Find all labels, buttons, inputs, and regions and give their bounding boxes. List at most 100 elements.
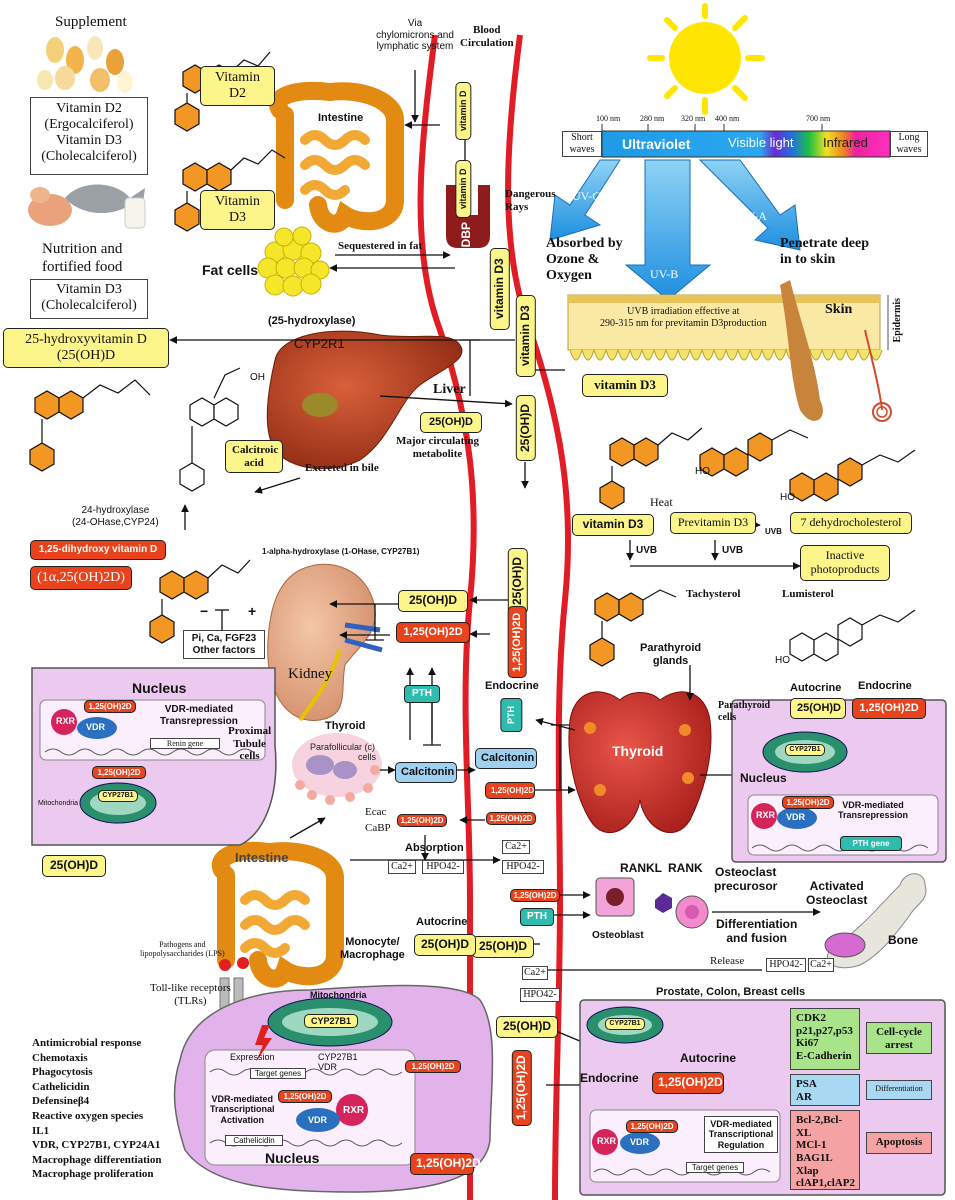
nm-400: 400 nm bbox=[715, 114, 740, 123]
osteoclast-line-1: Osteoclast bbox=[715, 865, 777, 879]
pt-25ohd-box: 25(OH)D bbox=[790, 698, 846, 719]
diff-line-2: and fusion bbox=[726, 930, 787, 945]
mac-vdr-line-3: Activation bbox=[220, 1114, 265, 1125]
monocyte-macrophage-label: Monocyte/ Macrophage bbox=[340, 936, 405, 961]
vitamin-d3-subname: (Cholecalciferol) bbox=[41, 149, 137, 165]
blood-circulation-label: Blood Circulation bbox=[460, 24, 514, 49]
lumisterol-label: Lumisterol bbox=[782, 588, 834, 600]
activated-line-1: Activated bbox=[809, 879, 864, 893]
prostate-endocrine-label: Endocrine bbox=[580, 1071, 639, 1085]
supplement-pills-icon bbox=[37, 36, 133, 93]
bone-25ohd-box: 25(OH)D bbox=[472, 936, 534, 958]
prostate-vdr-label: VDR bbox=[630, 1137, 650, 1147]
via-line-2: chylomicrons and bbox=[376, 29, 454, 41]
sun-icon bbox=[647, 3, 765, 115]
supplement-label: Supplement bbox=[55, 14, 127, 30]
macrophage-vdr-mediated: VDR-mediated Transcriptional Activation bbox=[210, 1094, 275, 1125]
function-item: Defensineβ4 bbox=[32, 1095, 90, 1108]
diff-line-1: Differentiation bbox=[716, 917, 798, 931]
pt-vdr-line-1: VDR-mediated bbox=[842, 800, 904, 810]
excreted-label: Excreted in bile bbox=[305, 462, 379, 474]
kidney-25ohd-vertical: 25(OH)D bbox=[508, 548, 528, 614]
long-waves-box: Long waves bbox=[890, 131, 928, 157]
macrophage-mitochondria-label: Mitochondria bbox=[310, 990, 367, 1000]
prostate-dihyd-box: 1,25(OH)2D bbox=[652, 1072, 724, 1094]
dihydroxy-vitamin-d-box: 1,25-dihydroxy vitamin D bbox=[30, 540, 166, 560]
liver-label: Liver bbox=[433, 382, 466, 397]
penetrate-line-2: in to skin bbox=[780, 252, 836, 268]
vitamin-d3-box: Vitamin D3 bbox=[200, 190, 275, 231]
nutrition-label-1: Nutrition and bbox=[42, 241, 123, 257]
mac-vdr-line-1: VDR-mediated bbox=[211, 1094, 274, 1104]
via-line-3: lymphatic system bbox=[376, 41, 454, 52]
left-cyp27b1-box: CYP27B1 bbox=[98, 790, 138, 803]
vitamin-d-box-2: vitamin D bbox=[455, 160, 472, 218]
inactive-line-2: photoproducts bbox=[810, 561, 880, 576]
gene-item: BAG1L bbox=[796, 1151, 833, 1164]
pth-gene-box: PTH gene bbox=[840, 836, 902, 852]
vitamin-d3-skin-box: vitamin D3 bbox=[582, 374, 668, 397]
calcitonin-dihydroxy-box: 1,25(OH)2D bbox=[485, 782, 535, 800]
intestine-top-label: Intestine bbox=[318, 112, 364, 124]
activated-osteoclast-label: Activated Osteoclast bbox=[806, 879, 867, 908]
pth-vertical-box: PTH bbox=[500, 698, 523, 732]
differentiation-genes-box: PSA AR bbox=[790, 1074, 860, 1106]
hydroxylase-25-label: (25-hydroxylase) bbox=[268, 315, 356, 327]
function-item: Macrophage differentiation bbox=[32, 1153, 162, 1166]
osteoclast-line-2: precurosor bbox=[714, 878, 778, 893]
expression-label: Expression bbox=[230, 1052, 275, 1062]
gene-item: MCl-1 bbox=[796, 1139, 827, 1152]
cyp2r1-label: CYP2R1 bbox=[294, 336, 345, 351]
vitamin-d3-heat-box: vitamin D3 bbox=[572, 514, 654, 536]
absorption-dihyd-1: 1,25(OH)2D bbox=[397, 814, 447, 828]
vitamin-d3-vertical-1: vitamin D3 bbox=[490, 248, 510, 330]
via-label: Via chylomicrons and lymphatic system bbox=[375, 18, 455, 53]
ca-box-2: Ca2+ bbox=[502, 840, 530, 854]
parathyroid-cells-label: Parathyroid cells bbox=[718, 700, 770, 723]
long-line-2: waves bbox=[896, 143, 922, 155]
blood-line-1: Blood bbox=[473, 24, 501, 36]
nm-320: 320 nm bbox=[681, 114, 706, 123]
function-item: Antimicrobial response bbox=[32, 1037, 142, 1049]
prostate-vdr-mediated-box: VDR-mediated Transcriptional Regulation bbox=[704, 1116, 778, 1154]
glands-line-2: glands bbox=[652, 654, 689, 667]
rankl-label: RANKL bbox=[620, 861, 662, 875]
gene-item: Bcl-2,Bcl-XL bbox=[796, 1114, 843, 1139]
thyroid-large-label: Thyroid bbox=[612, 743, 664, 759]
hydroxylase-24-label: 24-hydroxylase (24-OHase,CYP24) bbox=[72, 505, 159, 528]
inactive-line-1: Inactive bbox=[825, 548, 865, 562]
absorption-label: Absorption bbox=[405, 842, 464, 854]
ho-label-1: HO bbox=[695, 466, 710, 477]
parafollicular-line-1: Parafollicular (c) bbox=[310, 742, 376, 752]
intestine-bottom-graphic bbox=[212, 841, 344, 988]
hydroxyvitamin-d-line-2: (25(OH)D bbox=[56, 348, 116, 364]
mac-vdr-line-2: Transcriptional bbox=[210, 1104, 275, 1115]
absorbed-line-2: Ozone & bbox=[546, 252, 600, 268]
pt-vdr-mediated: VDR-mediated Transrepression bbox=[838, 800, 908, 821]
dangerous-rays-label: Dangerous Rays bbox=[505, 188, 556, 213]
hpo4-box-1: HPO42- bbox=[422, 860, 464, 874]
cyp-vdr-line-2: VDR bbox=[318, 1062, 338, 1073]
tachysterol-label: Tachysterol bbox=[686, 588, 741, 600]
minus-sign: − bbox=[200, 603, 209, 619]
uvb-label: UV-B bbox=[650, 267, 679, 281]
monocyte-line-2: Macrophage bbox=[340, 948, 405, 961]
uva-label: UV-A bbox=[738, 209, 767, 223]
prostate-dihyd-vertical: 1,25(OH)2D bbox=[512, 1050, 532, 1126]
left-cell-25ohd-box: 25(OH)D bbox=[42, 855, 106, 877]
pr-vdr-line-1: VDR-mediated bbox=[710, 1119, 772, 1129]
gene-item: p21,p27,p53 bbox=[796, 1024, 853, 1037]
release-ca-box: Ca2+ bbox=[808, 958, 834, 972]
nutrition-vitamin-d3: Vitamin D3 bbox=[56, 282, 122, 297]
factors-line-1: Pi, Ca, FGF23 bbox=[191, 633, 257, 644]
absorbed-label: Absorbed by Ozone & Oxygen bbox=[546, 236, 623, 284]
left-cell-dihyd: 1,25(OH)2D bbox=[92, 766, 146, 780]
uvb-irradiation-label: UVB irradiation effective at 290-315 nm … bbox=[600, 306, 767, 329]
proximal-tubule-label: Proximal Tubule cells bbox=[228, 725, 271, 763]
inactive-photoproducts-box: Inactive photoproducts bbox=[800, 545, 890, 581]
fat-cells-graphic bbox=[257, 226, 330, 297]
monocyte-line-1: Monocyte/ bbox=[345, 936, 400, 948]
pt-cells-line-2: cells bbox=[718, 711, 737, 723]
uvb-label-2: UVB bbox=[722, 545, 744, 556]
